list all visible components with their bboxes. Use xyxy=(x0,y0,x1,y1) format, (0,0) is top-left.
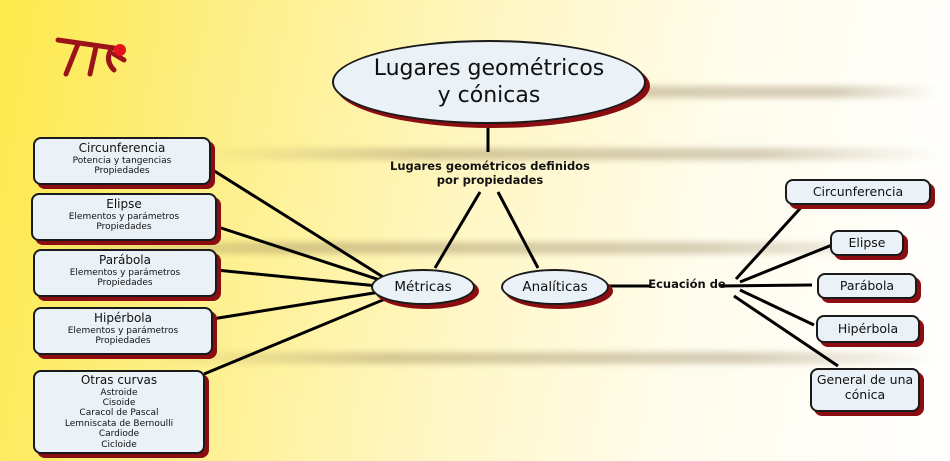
connector-line xyxy=(203,295,391,376)
box-title: Elipse xyxy=(106,197,142,211)
connector-line xyxy=(739,243,833,284)
connector-line xyxy=(211,290,381,321)
right-box-circunferencia[interactable]: Circunferencia xyxy=(785,179,931,205)
box-title: Circunferencia xyxy=(78,141,166,155)
connector-line xyxy=(719,283,813,288)
title-node[interactable]: Lugares geométricos y cónicas xyxy=(332,40,646,124)
analiticas-label: Analíticas xyxy=(522,279,588,295)
right-box-hiperbola[interactable]: Hipérbola xyxy=(816,315,920,343)
box-line: Caracol de Pascal xyxy=(79,408,159,419)
connector-line xyxy=(215,268,379,288)
left-box-parabola[interactable]: Parábola Elementos y parámetros Propieda… xyxy=(33,249,217,297)
box-line: Propiedades xyxy=(96,222,152,233)
background-stripe xyxy=(200,148,940,160)
box-line: Astroide xyxy=(100,387,138,398)
box-line: Propiedades xyxy=(97,278,153,289)
ecuacion-label: Ecuación de xyxy=(648,277,726,291)
connector-line xyxy=(433,191,482,269)
connector-line xyxy=(496,191,540,269)
right-box-elipse[interactable]: Elipse xyxy=(830,230,904,256)
background-stripe xyxy=(150,352,940,364)
box-line: Cicloide xyxy=(101,439,137,450)
box-line: Elementos y parámetros xyxy=(68,211,180,222)
box-line: Propiedades xyxy=(95,336,151,347)
left-box-elipse[interactable]: Elipse Elementos y parámetros Propiedade… xyxy=(31,193,217,241)
category-label-line-2: por propiedades xyxy=(436,172,544,187)
analiticas-node[interactable]: Analíticas xyxy=(501,269,609,305)
background-stripe xyxy=(20,242,920,254)
box-title: Parábola xyxy=(99,253,151,267)
connector-line xyxy=(734,200,808,281)
metricas-label: Métricas xyxy=(394,279,452,295)
box-title: Hipérbola xyxy=(94,311,152,325)
box-line: Cisoide xyxy=(102,398,136,409)
title-line-1: Lugares geométricos xyxy=(373,55,605,81)
box-line: Propiedades xyxy=(94,166,150,177)
left-box-otras-curvas[interactable]: Otras curvas Astroide Cisoide Caracol de… xyxy=(33,370,205,454)
right-box-parabola[interactable]: Parábola xyxy=(817,273,917,299)
category-label: Lugares geométricos definidos por propie… xyxy=(360,159,620,188)
metricas-node[interactable]: Métricas xyxy=(371,269,475,305)
right-box-general-conica[interactable]: General de una cónica xyxy=(810,368,920,412)
box-line: Elementos y parámetros xyxy=(69,267,181,278)
title-line-2: y cónicas xyxy=(437,83,541,108)
connector-line xyxy=(733,294,839,368)
box-line: Potencia y tangencias xyxy=(72,155,172,166)
category-label-line-1: Lugares geométricos definidos xyxy=(390,159,590,173)
running-figure-logo-icon xyxy=(55,37,127,77)
left-box-circunferencia[interactable]: Circunferencia Potencia y tangencias Pro… xyxy=(33,137,211,185)
box-line: Cardiode xyxy=(98,429,140,440)
connector-line xyxy=(217,225,384,283)
box-line: Lemniscata de Bernoulli xyxy=(64,418,174,429)
box-line: Elementos y parámetros xyxy=(67,325,179,336)
connector-line xyxy=(207,165,384,279)
connector-line xyxy=(739,288,815,327)
box-title: Otras curvas xyxy=(80,373,158,387)
left-box-hiperbola[interactable]: Hipérbola Elementos y parámetros Propied… xyxy=(33,307,213,355)
